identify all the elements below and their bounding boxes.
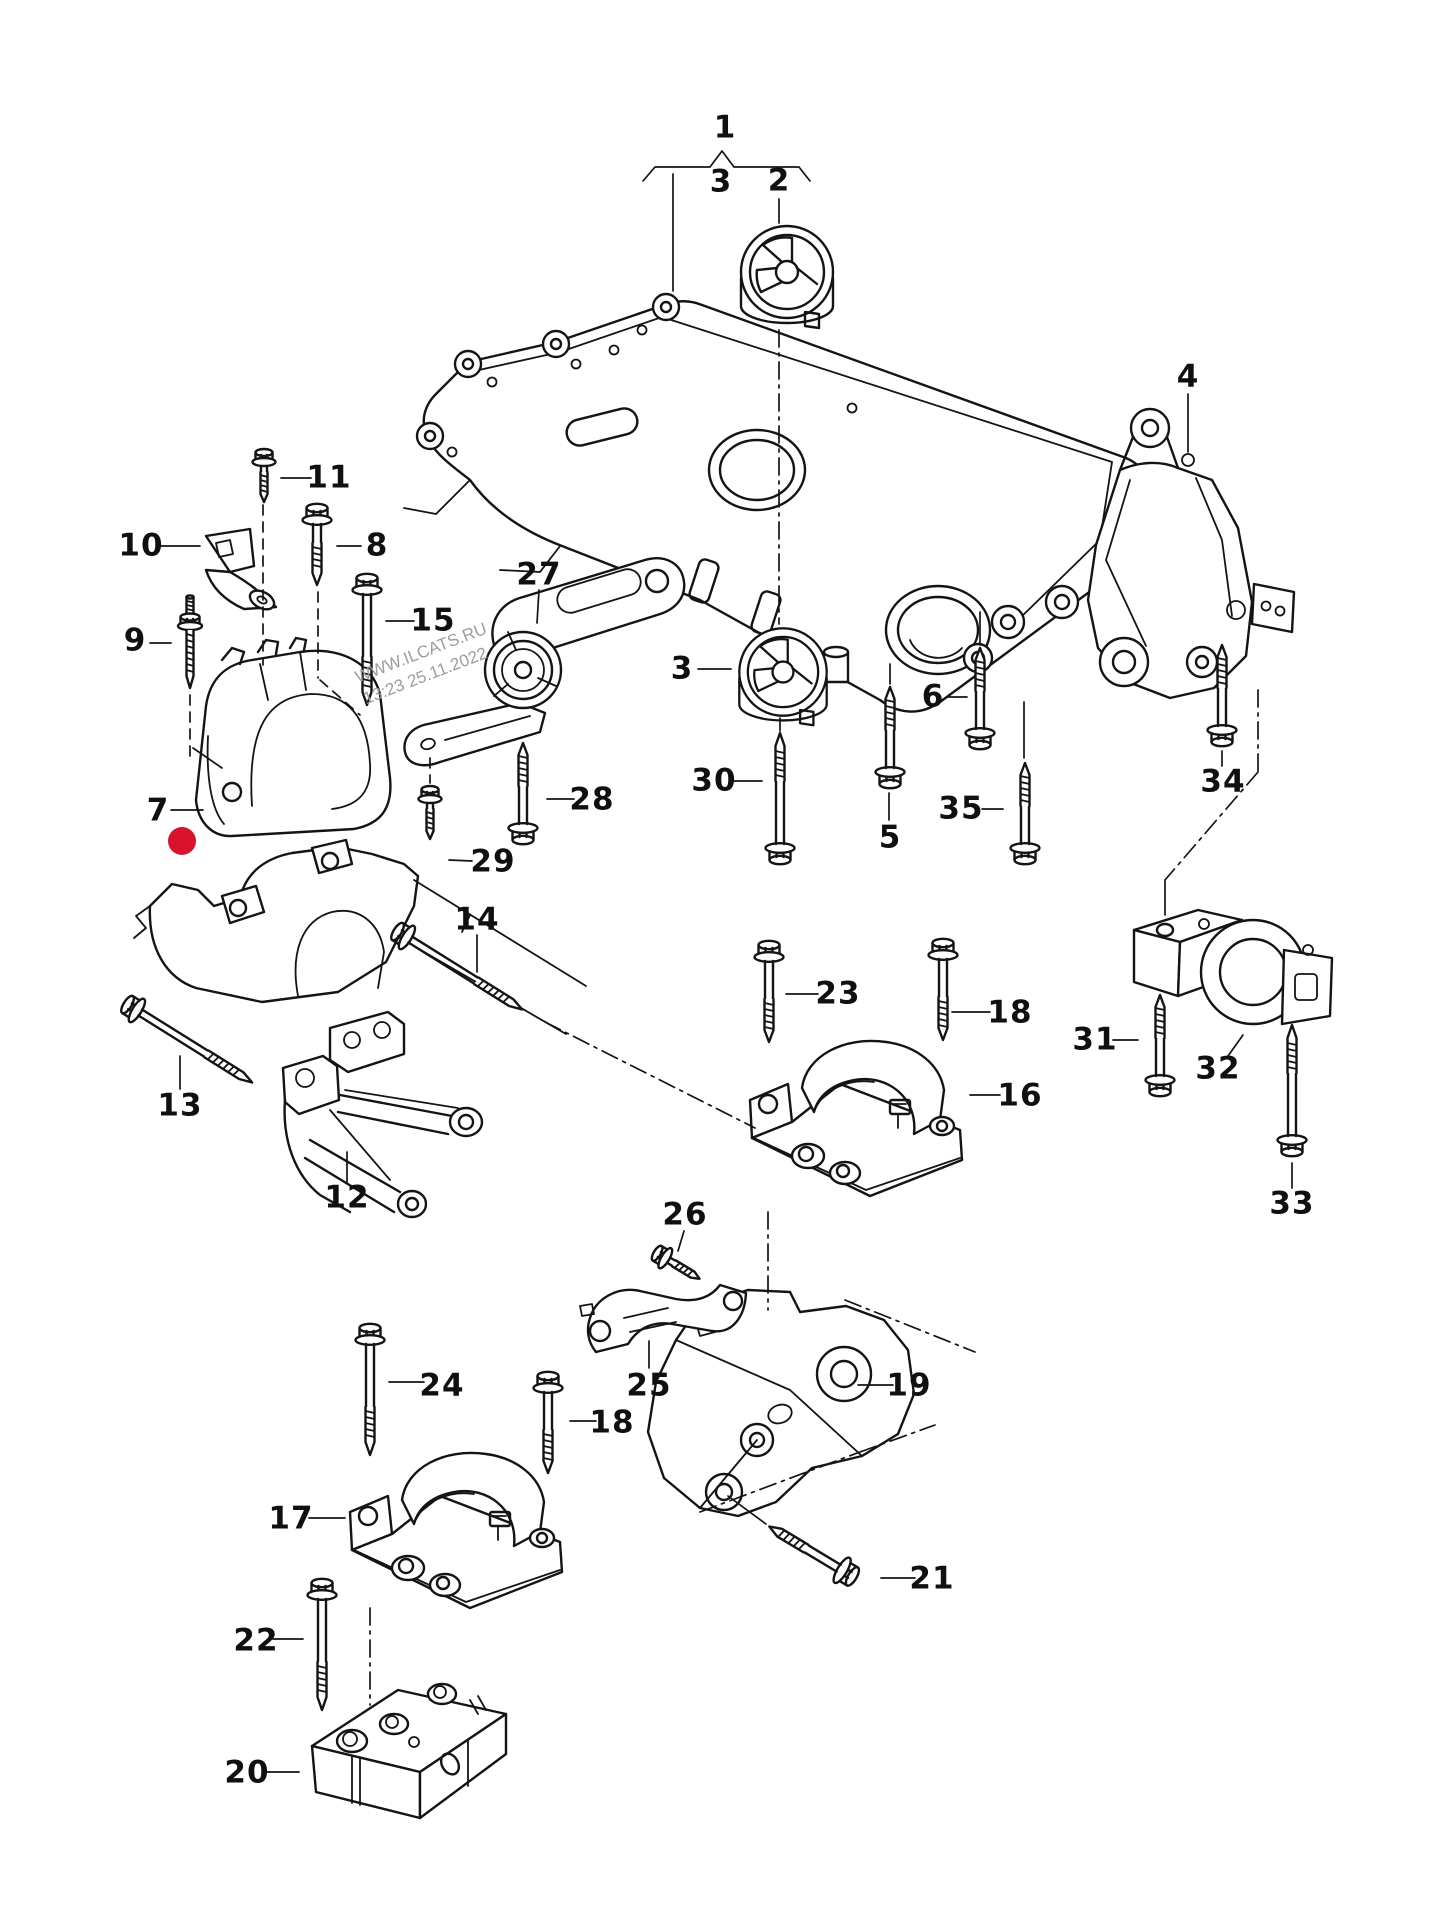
callout-13[interactable]: 13 — [157, 1087, 203, 1124]
callout-15[interactable]: 15 — [410, 602, 456, 639]
support-bracket-right-drawing — [1086, 407, 1296, 700]
callout-17[interactable]: 17 — [268, 1500, 314, 1537]
callout-34[interactable]: 34 — [1200, 763, 1246, 800]
callout-32[interactable]: 32 — [1195, 1050, 1241, 1087]
engine-bracket-drawing — [281, 1010, 484, 1219]
callout-16[interactable]: 16 — [997, 1077, 1043, 1114]
callout-20[interactable]: 20 — [224, 1754, 270, 1791]
callout-11[interactable]: 11 — [306, 459, 352, 496]
engine-support-bracket-drawing — [133, 838, 587, 1035]
callout-22[interactable]: 22 — [233, 1622, 279, 1659]
callout-19[interactable]: 19 — [886, 1367, 932, 1404]
callout-18-right[interactable]: 18 — [987, 994, 1033, 1031]
callout-5[interactable]: 5 — [878, 819, 902, 856]
callout-33[interactable]: 33 — [1269, 1185, 1315, 1222]
assembly-axis-lines — [189, 329, 1259, 1706]
pendulum-support-drawing — [403, 557, 686, 767]
callout-25[interactable]: 25 — [626, 1367, 672, 1404]
callout-14[interactable]: 14 — [454, 901, 500, 938]
callout-23[interactable]: 23 — [815, 975, 861, 1012]
selected-part-marker — [168, 827, 196, 855]
callout-12[interactable]: 12 — [324, 1179, 370, 1216]
callout-18-left[interactable]: 18 — [589, 1404, 635, 1441]
callout-2[interactable]: 2 — [767, 162, 791, 199]
callout-28[interactable]: 28 — [569, 781, 615, 818]
callout-3-top[interactable]: 3 — [709, 163, 733, 200]
callout-6[interactable]: 6 — [921, 678, 945, 715]
callout-31[interactable]: 31 — [1072, 1021, 1118, 1058]
engine-mount-right-drawing — [194, 636, 392, 838]
support-arm-drawing — [579, 1283, 748, 1354]
callout-35[interactable]: 35 — [938, 790, 984, 827]
callout-10[interactable]: 10 — [118, 527, 164, 564]
clamp-bracket-drawing — [1132, 908, 1334, 1026]
retainer-bracket-drawing — [204, 527, 278, 611]
callout-24[interactable]: 24 — [419, 1367, 465, 1404]
subframe-drawing — [403, 292, 1146, 713]
callout-29[interactable]: 29 — [470, 843, 516, 880]
callout-4[interactable]: 4 — [1176, 358, 1200, 395]
callout-26[interactable]: 26 — [662, 1196, 708, 1233]
support-bracket-gearbox-drawing — [646, 1288, 916, 1518]
callout-8[interactable]: 8 — [365, 527, 389, 564]
callout-1[interactable]: 1 — [713, 109, 737, 146]
callout-7[interactable]: 7 — [146, 792, 170, 829]
leader-lines — [149, 150, 1293, 1773]
callout-30[interactable]: 30 — [691, 762, 737, 799]
gearbox-bracket-lower-drawing — [310, 1682, 508, 1820]
callout-21[interactable]: 21 — [909, 1560, 955, 1597]
callout-3-mid[interactable]: 3 — [670, 650, 694, 687]
callout-27[interactable]: 27 — [516, 556, 562, 593]
callout-9[interactable]: 9 — [123, 622, 147, 659]
